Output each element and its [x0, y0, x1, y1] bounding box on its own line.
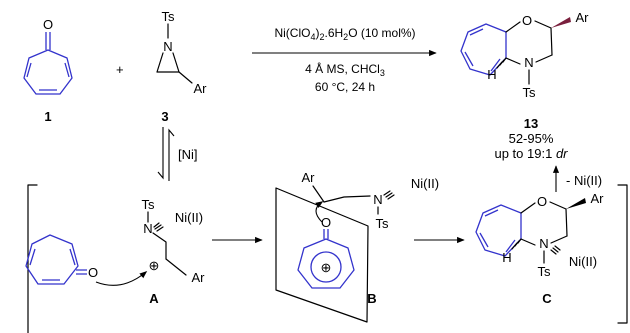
- intermediate-B-label: B: [367, 291, 376, 306]
- product-ts: Ts: [523, 85, 537, 100]
- A-ts: Ts: [142, 197, 156, 212]
- equilibrium-label: [Ni]: [178, 147, 198, 162]
- C-nickel: Ni(II): [569, 254, 597, 269]
- C-hydrogen: H: [502, 250, 511, 265]
- product-nitrogen: N: [524, 55, 533, 70]
- tropone-carbonyl: [45, 32, 51, 50]
- B-tropylium-ring: [297, 238, 355, 289]
- compound-13-label: 13: [524, 116, 538, 131]
- A-oxygen: O: [88, 265, 98, 280]
- product-yield: 52-95%: [509, 131, 554, 146]
- C-ar: Ar: [591, 191, 605, 206]
- C-cycloheptatriene-ring: [475, 204, 522, 257]
- A-curved-arrow: [95, 271, 148, 286]
- B-ts: Ts: [376, 216, 390, 231]
- equilibrium-arrows: [Ni]: [157, 127, 198, 181]
- catalyst-conditions: Ni(ClO4)2.6H2O (10 mol%): [274, 26, 415, 42]
- product-dr: up to 19:1 dr: [494, 146, 568, 161]
- compound-3-aziridine: Ts N Ar 3: [156, 9, 208, 124]
- tropone-oxygen: O: [43, 17, 53, 32]
- A-carbocation-charge: ⊕: [149, 258, 160, 273]
- B-tropylium-charge: ⊕: [321, 260, 332, 275]
- product-hydrogen: H: [487, 67, 496, 82]
- compound-3-label: 3: [161, 109, 168, 124]
- tropone-ring: [23, 49, 73, 95]
- product-oxygen: O: [522, 13, 532, 28]
- B-plane: [275, 187, 369, 323]
- compound-1-tropone: O 1: [23, 17, 73, 124]
- C-ts: Ts: [538, 264, 552, 279]
- product-cycloheptatriene-ring: [460, 23, 507, 76]
- B-nitrogen: N: [373, 192, 382, 207]
- B-nickel: Ni(II): [411, 176, 439, 191]
- intermediate-A: O Ts N Ni(II) Ar ⊕ A: [25, 197, 206, 306]
- B-ar: Ar: [302, 170, 316, 185]
- product-ar: Ar: [576, 10, 590, 25]
- plus-sign: +: [116, 62, 124, 77]
- product-stereo-bond: [551, 17, 571, 28]
- left-bracket: [27, 184, 38, 333]
- sieves-solvent-conditions: 4 Å MS, CHCl3: [305, 61, 385, 78]
- A-ar: Ar: [192, 270, 206, 285]
- C-nitrogen: N: [539, 236, 548, 251]
- aziridine-nitrogen: N: [163, 39, 172, 54]
- main-reaction-arrow: Ni(ClO4)2.6H2O (10 mol%) 4 Å MS, CHCl3 6…: [252, 26, 437, 94]
- B-oxygen: O: [321, 215, 331, 230]
- A-nickel: Ni(II): [175, 210, 203, 225]
- C-oxygen: O: [537, 194, 547, 209]
- compound-1-label: 1: [44, 109, 51, 124]
- intermediate-A-label: A: [149, 291, 159, 306]
- tropone-double-bonds: [26, 62, 70, 91]
- elimination-arrow: - Ni(II): [552, 165, 602, 192]
- right-bracket: [617, 184, 628, 324]
- B-curved-arrow: [315, 201, 324, 223]
- intermediate-C-label: C: [542, 291, 552, 306]
- elimination-label: - Ni(II): [566, 173, 602, 188]
- intermediate-C: O N Ar H Ni(II) Ts C: [475, 191, 605, 306]
- temperature-time-conditions: 60 °C, 24 h: [315, 80, 375, 94]
- A-tropone-ring: [25, 234, 79, 285]
- compound-13-product: O N Ar H Ts 13 52-95% up to 19:1 dr: [460, 10, 590, 161]
- intermediate-B: Ar N Ni(II) Ts ⊕ O B: [275, 170, 439, 323]
- aziridine-ar: Ar: [194, 81, 208, 96]
- A-nitrogen: N: [143, 221, 152, 236]
- aziridine-ts: Ts: [162, 9, 176, 24]
